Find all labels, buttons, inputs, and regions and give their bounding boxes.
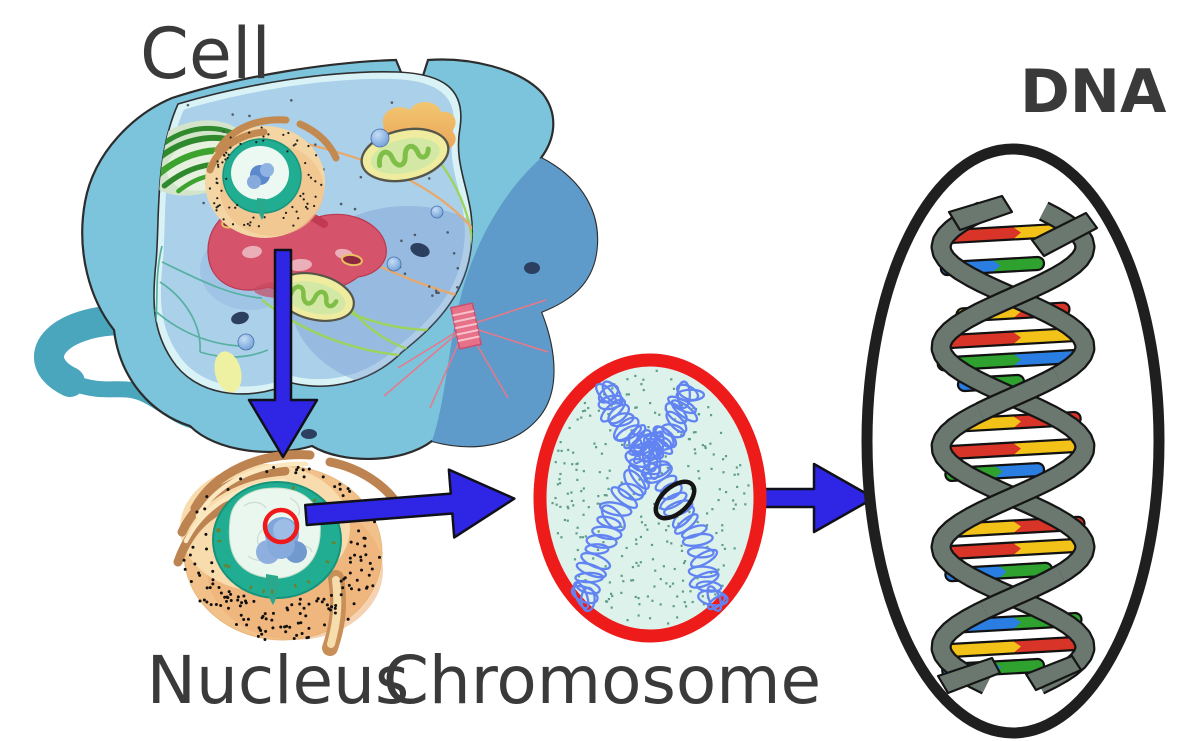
microtubule-filaments <box>153 245 269 358</box>
vesicle-sphere <box>430 205 444 219</box>
label-nucleus: Nucleus <box>147 642 410 719</box>
endosome-dot <box>524 262 540 274</box>
label-dna: DNA <box>1020 57 1167 127</box>
chromosome-illustration <box>533 353 767 643</box>
dna-ribbon-tab <box>947 194 1014 232</box>
nucleus-illustration <box>173 450 403 656</box>
dna-ribbon-tab <box>1030 211 1099 258</box>
peroxisome <box>341 253 363 267</box>
cell-illustration <box>34 58 599 460</box>
cell-cytosol-dark <box>432 158 598 447</box>
mitochondrion <box>275 272 355 322</box>
lysosome-yellow <box>214 351 242 393</box>
dna-ribbon-tab <box>936 656 1002 695</box>
dna-ribbon-tab <box>1024 654 1083 692</box>
arrow-nucleus-to-chromosome <box>303 468 516 539</box>
arrow-cell-to-nucleus <box>247 248 319 459</box>
endosome-dot <box>301 429 317 439</box>
nucleus-in-cell <box>205 116 340 238</box>
dna-helix <box>930 194 1099 695</box>
nuclear-pore-dots <box>208 126 323 228</box>
vesicle-sphere <box>370 128 390 148</box>
vesicle-sphere <box>237 333 255 351</box>
endosome-dot <box>231 311 249 325</box>
label-cell: Cell <box>140 13 271 95</box>
nucleolus <box>256 517 307 564</box>
dna-outline-ellipse <box>861 143 1165 739</box>
centriole <box>383 299 549 409</box>
er-pore <box>288 258 312 272</box>
nucleoplasm-drip <box>266 574 279 605</box>
chromosome-x <box>570 380 729 613</box>
nucleoplasm-drip <box>257 198 266 220</box>
endosome-dot <box>410 242 430 258</box>
highlight-red-circle <box>262 507 300 545</box>
dna-illustration <box>861 143 1165 739</box>
er-pore <box>242 245 262 259</box>
label-chromosome: Chromosome <box>383 642 821 719</box>
vesicle-sphere <box>386 256 402 272</box>
highlight-black-ellipse <box>653 479 697 521</box>
